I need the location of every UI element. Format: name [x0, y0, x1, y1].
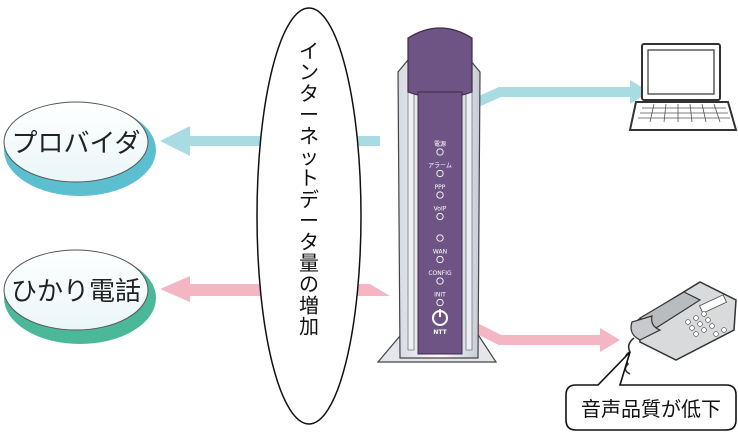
oval-char: ー: [299, 103, 319, 127]
indicator-label: 電源: [434, 140, 446, 148]
oval-char: ン: [299, 60, 319, 84]
phone-flow-to-phone: [457, 315, 610, 345]
indicator-led: [436, 148, 444, 156]
indicator-label: PPP: [435, 184, 446, 191]
telephone-icon: [624, 281, 737, 375]
provider-label: プロバイダ: [12, 129, 141, 159]
indicator-label: WAN: [433, 249, 447, 256]
oval-char: ト: [299, 166, 319, 190]
router-brand-label: NTT: [433, 329, 447, 336]
indicator-led: [436, 234, 444, 242]
indicator-led: [436, 212, 444, 221]
internet-flow-arrow-right: [630, 80, 650, 104]
internet-flow-to-pc: [457, 87, 640, 115]
hikari-phone-label: ひかり電話: [11, 277, 141, 307]
router-top-cap: [407, 27, 473, 99]
oval-char: デ: [299, 187, 319, 211]
oval-char: ネ: [299, 124, 319, 148]
indicator-led: [436, 255, 444, 264]
voice-quality-label: 音声品質が低下: [581, 397, 721, 421]
oval-char: ー: [299, 209, 319, 233]
phone-flow-arrow-right: [600, 328, 620, 352]
indicator-label: CONFIG: [428, 270, 452, 277]
oval-char: 加: [299, 315, 319, 339]
indicator-led: [436, 298, 444, 307]
indicator-label: VoIP: [434, 206, 447, 213]
voice-quality-callout: 音声品質が低下: [565, 351, 737, 431]
indicator-label: アラーム: [428, 163, 452, 170]
phone-flow: [160, 276, 620, 352]
indicator-led: [436, 191, 444, 199]
provider-cloud: プロバイダ: [3, 101, 156, 196]
indicator-led: [436, 277, 444, 285]
oval-char: の: [299, 272, 319, 296]
hikari-phone-cloud: ひかり電話: [3, 249, 156, 344]
oval-char: イ: [299, 39, 319, 63]
oval-char: タ: [299, 230, 319, 254]
oval-char: 量: [299, 251, 319, 275]
oval-char: 増: [299, 293, 319, 317]
indicator-led: [436, 169, 444, 178]
laptop-icon: [628, 43, 738, 131]
oval-char: タ: [299, 81, 319, 105]
oval-char: ッ: [299, 145, 319, 169]
indicator-label: INIT: [434, 292, 446, 299]
